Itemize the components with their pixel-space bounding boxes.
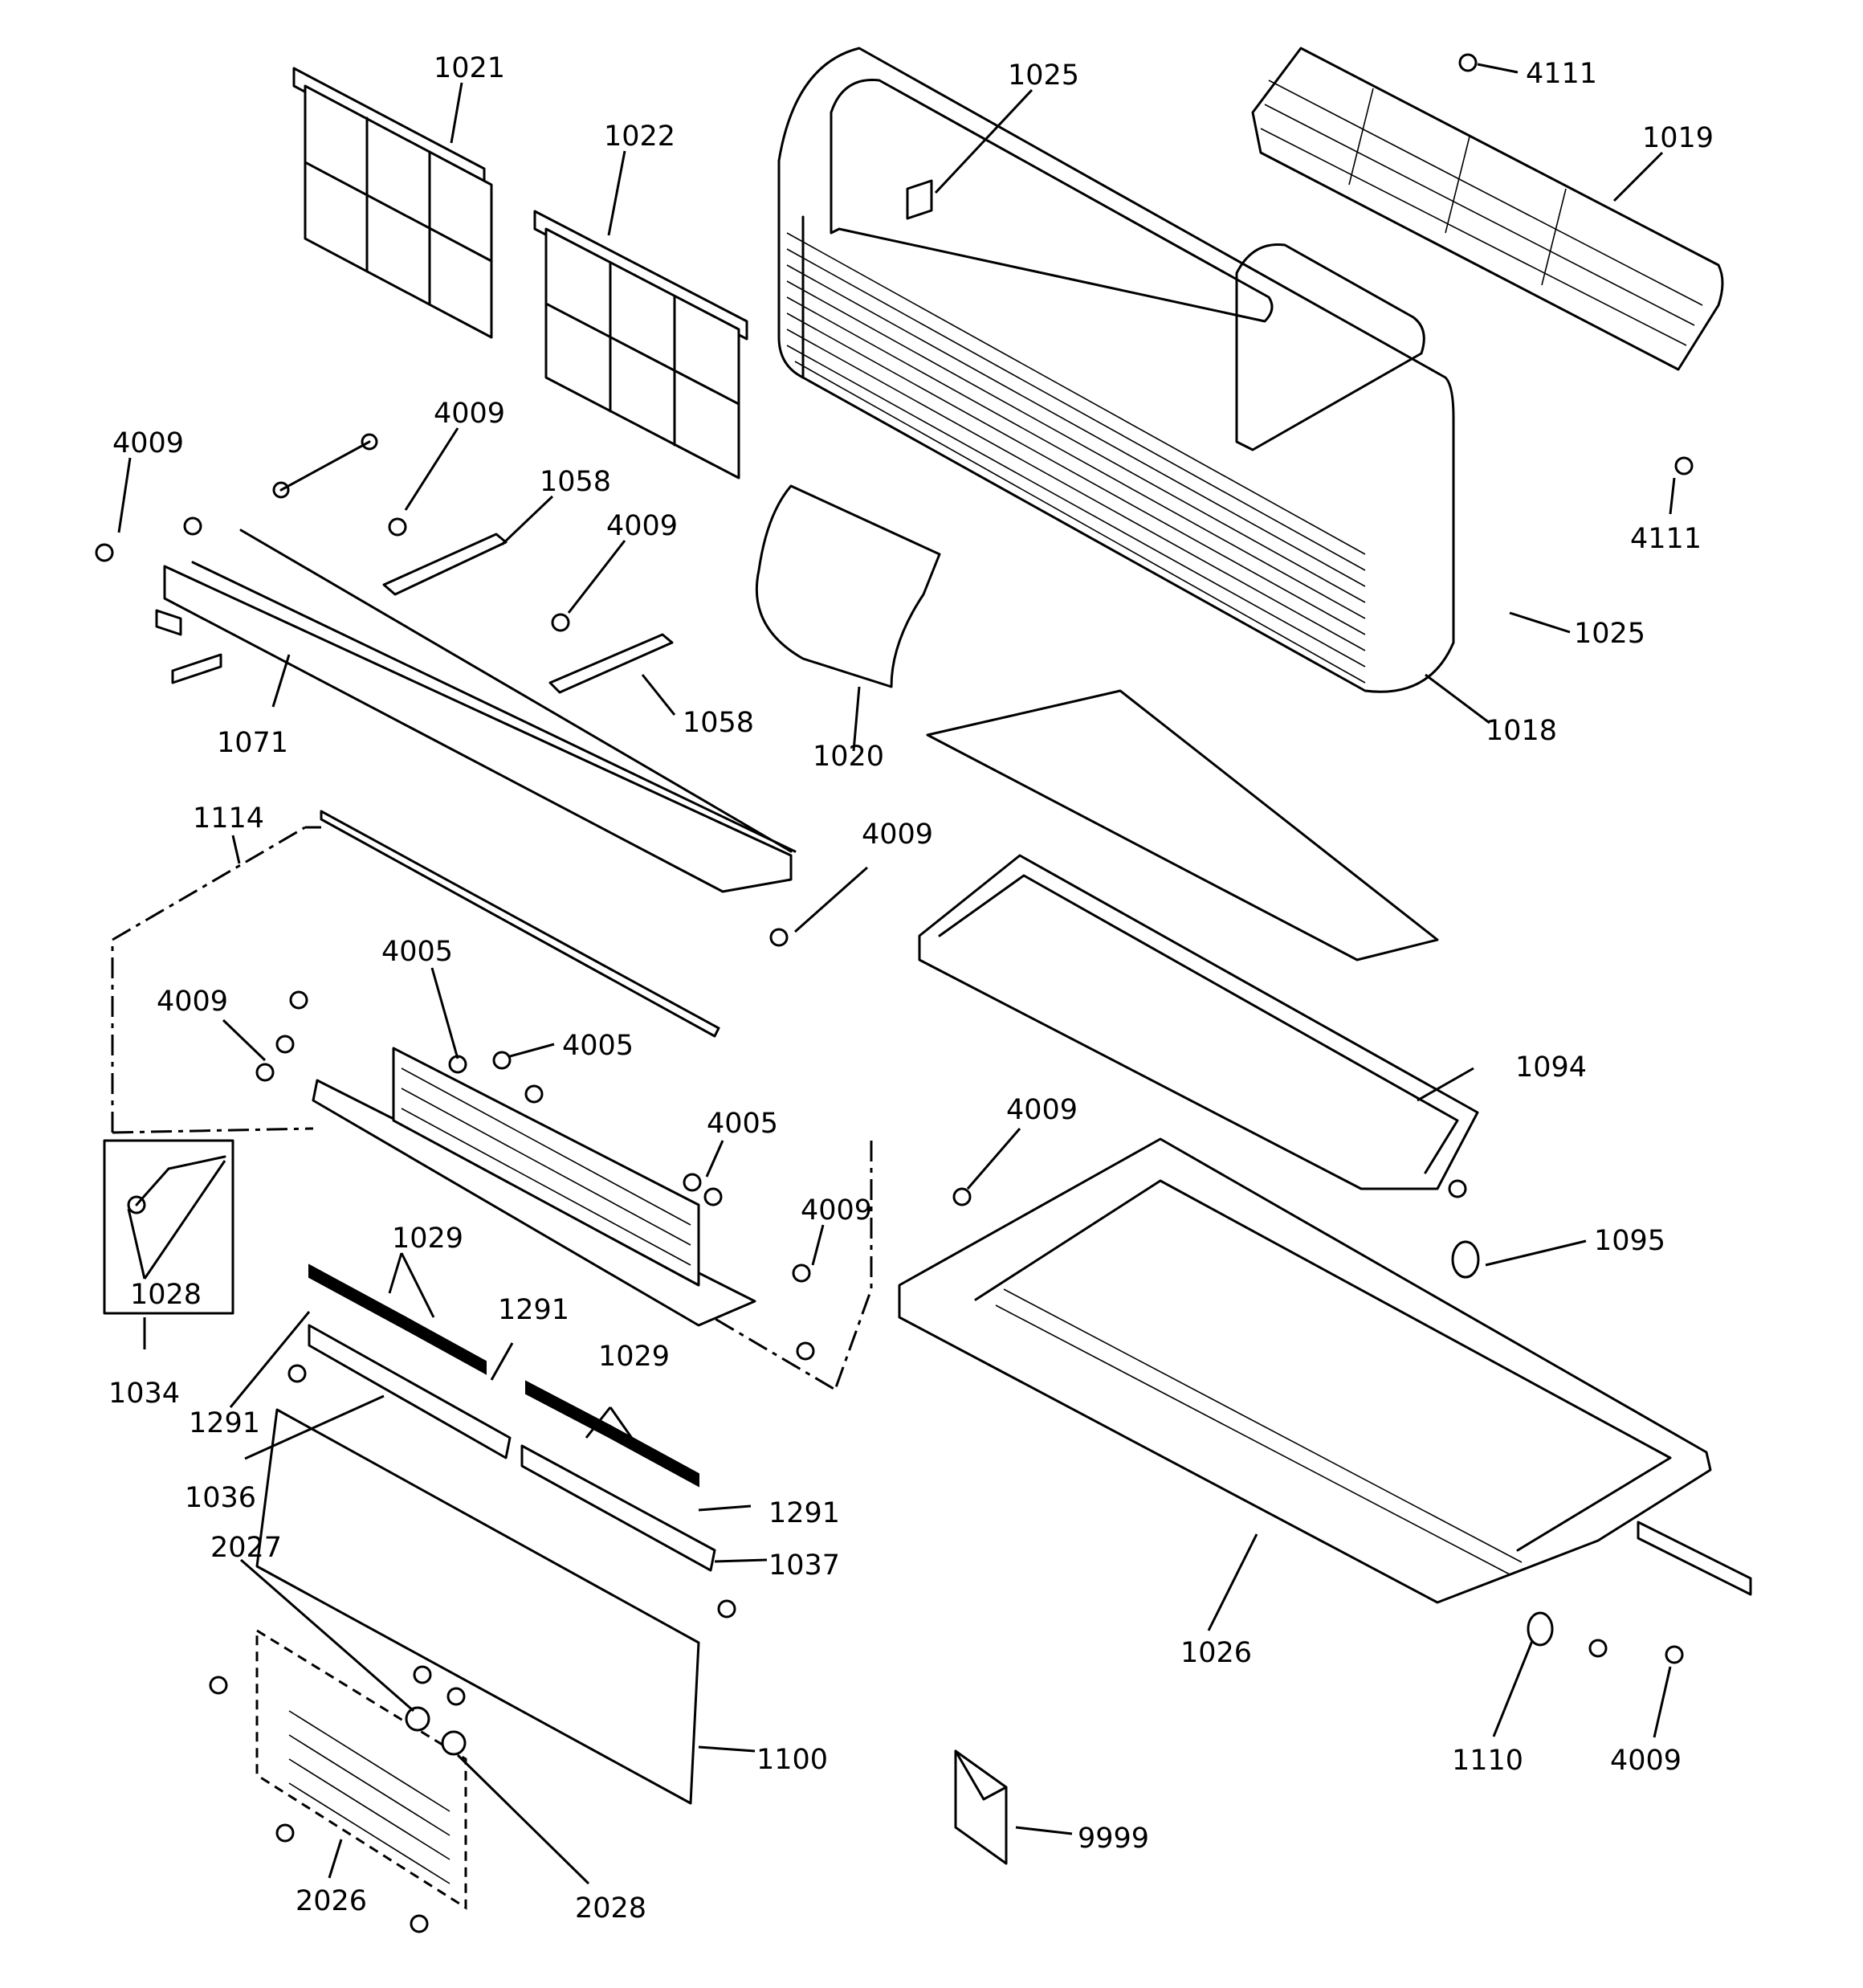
callout-1020: 1020 <box>813 741 884 773</box>
heater-assembly-group-1114 <box>111 810 873 1391</box>
callout-1110: 1110 <box>1452 1745 1523 1777</box>
callout-1028: 1028 <box>130 1279 202 1311</box>
callout-4009-side: 4009 <box>801 1194 872 1227</box>
channel-1037 <box>520 1444 716 1572</box>
callout-1291-right: 1291 <box>768 1497 840 1529</box>
channel-1036 <box>308 1324 512 1459</box>
callout-2026: 2026 <box>296 1885 367 1917</box>
heater-coil-2026 <box>255 1628 467 1910</box>
base-pan-1026 <box>898 1137 1752 1604</box>
callout-4009-heater: 4009 <box>157 986 228 1018</box>
callout-4009-left: 4009 <box>112 427 184 459</box>
callout-1019: 1019 <box>1642 122 1714 154</box>
callout-2028: 2028 <box>575 1892 646 1925</box>
callout-4111-top: 4111 <box>1526 58 1597 90</box>
callout-4009-rail: 4009 <box>862 818 933 851</box>
callout-1291-left: 1291 <box>189 1407 260 1439</box>
limit-switches-2027-2028 <box>405 1706 467 1756</box>
filter-1021 <box>292 67 493 339</box>
callout-1029-top: 1029 <box>392 1223 463 1255</box>
insulation-sheet <box>926 689 1439 961</box>
terminal-strip-1029-left <box>308 1263 487 1375</box>
callout-1094: 1094 <box>1515 1051 1587 1084</box>
filter-1022 <box>533 210 748 480</box>
bracket-1034-group <box>103 1139 234 1315</box>
callout-1114: 1114 <box>193 802 264 835</box>
callout-1022: 1022 <box>604 120 675 153</box>
callout-1025-top: 1025 <box>1008 59 1079 92</box>
heater-panel-1100 <box>255 1408 700 1805</box>
callout-1029-mid: 1029 <box>598 1341 670 1373</box>
callout-1058-bottom: 1058 <box>683 707 754 739</box>
callout-labels: 1021 1022 1025 4111 1019 4009 4009 1058 … <box>108 52 1714 1925</box>
rail-1071 <box>155 529 797 893</box>
bracket-1058-lower <box>548 633 674 694</box>
callout-1018: 1018 <box>1486 715 1557 747</box>
element-1028 <box>127 1155 226 1214</box>
callout-4009-bottom: 4009 <box>1610 1745 1682 1777</box>
capacitor-1110 <box>1527 1611 1554 1647</box>
callout-1100: 1100 <box>756 1744 828 1776</box>
leader-lines <box>117 63 1676 1885</box>
discharge-grille-1019 <box>1251 47 1724 371</box>
callout-1058-top: 1058 <box>540 466 611 498</box>
callout-1021: 1021 <box>434 52 505 84</box>
callout-1034: 1034 <box>108 1378 180 1410</box>
callout-4009-mid: 4009 <box>434 398 505 430</box>
bracket-1058-upper <box>382 533 508 596</box>
wire-link <box>272 433 378 499</box>
callout-4009-center: 4009 <box>606 510 678 542</box>
blower-scroll-1020 <box>755 484 941 688</box>
callout-4005-low: 4005 <box>707 1108 778 1140</box>
literature-packet-9999 <box>954 1749 1008 1865</box>
callout-1291-top: 1291 <box>498 1294 569 1326</box>
cover-grille-lines <box>786 232 1366 684</box>
callout-1037: 1037 <box>768 1549 840 1582</box>
callout-1036: 1036 <box>185 1482 256 1514</box>
screws <box>95 53 1694 1933</box>
drain-pan-1094 <box>918 854 1479 1190</box>
callout-1095: 1095 <box>1594 1225 1665 1257</box>
callout-4009-base: 4009 <box>1006 1094 1078 1126</box>
callout-1026: 1026 <box>1180 1637 1252 1669</box>
front-cover-1018 <box>777 47 1455 693</box>
callout-4005-top: 4005 <box>381 936 453 968</box>
motor-mount-1095 <box>1451 1240 1480 1279</box>
callout-9999: 9999 <box>1078 1823 1149 1855</box>
callout-1025-bottom: 1025 <box>1574 618 1645 650</box>
callout-2027: 2027 <box>210 1532 282 1564</box>
callout-4111-bottom: 4111 <box>1630 523 1702 555</box>
callout-4005-mid: 4005 <box>562 1030 634 1062</box>
callout-1071: 1071 <box>217 727 288 759</box>
